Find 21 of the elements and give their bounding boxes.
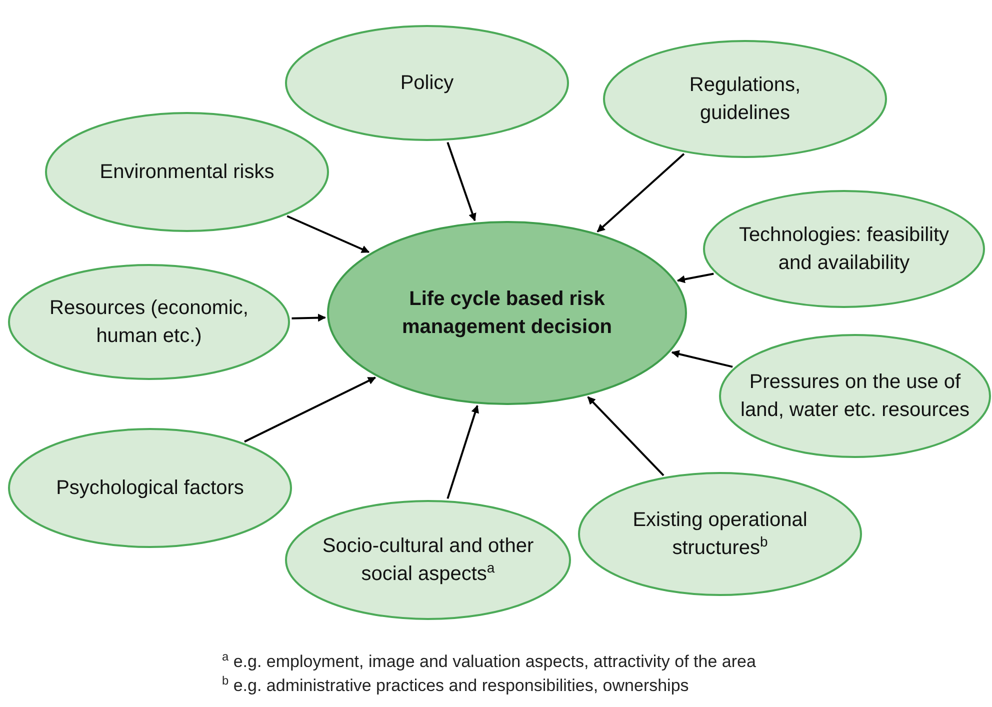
factor-label: Environmental risks (98, 160, 276, 185)
factor-label: Pressures on the use of land, water etc. resources (740, 370, 970, 423)
factor-label: Existing operational structures$^{b}$ (632, 508, 808, 561)
factor-label: Psychological factors (55, 476, 245, 501)
factor-label: Socio-cultural and other social aspects$^{a}$ (321, 534, 535, 587)
arrow (676, 272, 714, 284)
arrow (671, 350, 733, 368)
arrow (286, 215, 370, 254)
arrow (596, 153, 685, 232)
arrow (244, 376, 376, 443)
arrow (446, 142, 476, 222)
footnote: $^{a}$ e.g. employment, image and valuation aspects, attractivity of the area (222, 652, 756, 672)
arrow (446, 404, 479, 499)
factor-label: Resources (economic, human etc.) (48, 296, 250, 349)
central-label: Life cycle based risk management decision (400, 287, 614, 340)
arrow (292, 314, 326, 322)
factor-label: Policy (399, 71, 455, 96)
factor-label: Regulations, guidelines (688, 73, 802, 126)
footnote: $^{b}$ e.g. administrative practices and responsibilities, ownerships (222, 676, 689, 696)
factor-label: Technologies: feasibility and availability (738, 223, 950, 276)
arrow (587, 396, 664, 476)
